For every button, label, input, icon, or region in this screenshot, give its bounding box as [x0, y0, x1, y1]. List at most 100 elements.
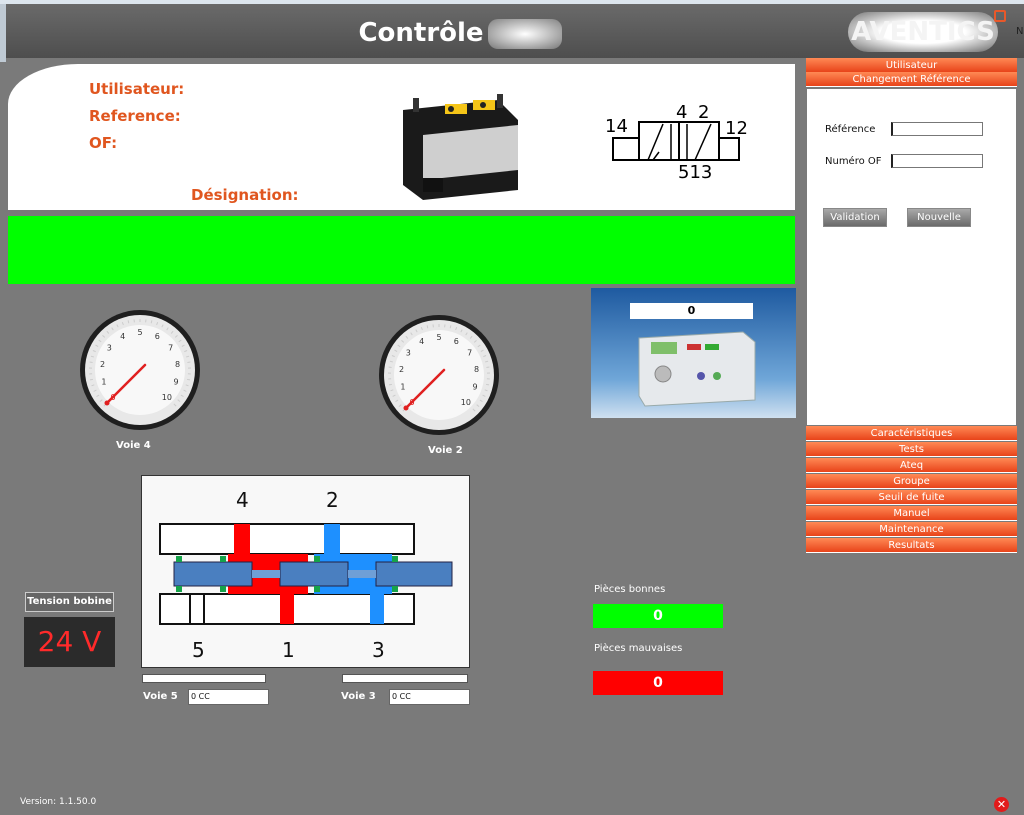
menu-groupe[interactable]: Groupe	[806, 474, 1017, 489]
gauge-tick-mark	[185, 384, 189, 387]
voie-5-value: 0 CC	[188, 689, 269, 705]
gauge-tick-label: 8	[474, 365, 479, 374]
gauge-tick-mark	[166, 327, 169, 331]
version-text: Version: 1.1.50.0	[20, 797, 97, 807]
gauge-tick-mark	[183, 389, 187, 392]
gauge-tick-mark	[187, 361, 191, 363]
reference-panel: Référence Numéro OF Validation Nouvelle …	[806, 88, 1017, 426]
gauge-tick-mark	[479, 399, 483, 403]
menu-maintenance[interactable]: Maintenance	[806, 522, 1017, 537]
reference-field-label: Référence	[825, 124, 876, 135]
gauge-voie-2: 012345678910	[379, 315, 499, 435]
gauge-tick-mark	[93, 389, 97, 392]
valve-image	[403, 94, 518, 200]
gauge-tick-mark	[106, 330, 110, 334]
valve-section-drawing	[159, 523, 453, 625]
diagram-port-2: 2	[326, 488, 339, 512]
gauge-tick-label: 7	[168, 344, 173, 353]
gauge-needle-hub	[403, 405, 409, 411]
utilisateur-label: Utilisateur:	[89, 80, 185, 98]
validation-button[interactable]: Validation	[823, 208, 887, 227]
gauge-tick-mark	[410, 332, 413, 336]
gauge-needle-hub	[104, 400, 110, 406]
voie-5-label: Voie 5	[143, 691, 178, 702]
window-edge	[0, 4, 6, 62]
menu-resultats[interactable]: Resultats	[806, 538, 1017, 553]
gauge-tick-mark	[90, 355, 94, 358]
gauge-tick-mark	[483, 355, 487, 358]
menu-seuil-de-fuite[interactable]: Seuil de fuite	[806, 490, 1017, 505]
gauge-tick-mark	[484, 389, 488, 392]
menu-utilisateur[interactable]: Utilisateur	[806, 58, 1017, 73]
gauge-tick-mark	[161, 324, 164, 328]
gauge-tick-mark	[170, 330, 174, 334]
gauge-tick-label: 1	[400, 383, 405, 392]
good-parts-count: 0	[593, 604, 723, 628]
blurred-title-suffix	[487, 18, 562, 49]
voie-3-label: Voie 3	[341, 691, 376, 702]
gauge-tick-label: 3	[406, 349, 411, 358]
gauge-tick-mark	[390, 389, 394, 392]
of-label: OF:	[89, 134, 118, 152]
new-ref-button[interactable]: Nouvelle Ref	[907, 208, 971, 240]
gauge-tick-label: 10	[461, 398, 471, 407]
close-icon[interactable]: ✕	[994, 797, 1009, 812]
gauge-tick-mark	[415, 329, 418, 333]
reference-input[interactable]	[891, 122, 983, 136]
gauge-tick-mark	[184, 350, 188, 353]
valve-symbol: 14 4 2 12 513	[605, 102, 748, 182]
gauge-needle	[105, 363, 147, 405]
gauge-needle	[404, 368, 446, 410]
of-input[interactable]	[891, 154, 983, 168]
app-title: Contrôle	[340, 18, 580, 49]
gauge-tick-label: 3	[107, 344, 112, 353]
designation-label: Désignation:	[191, 186, 299, 204]
symbol-ports-bottom: 513	[678, 162, 712, 182]
menu-changement-reference[interactable]: Changement Référence	[806, 72, 1017, 87]
reference-label: Reference:	[89, 107, 181, 125]
gauge-tick-mark	[482, 394, 486, 397]
gauge-tick-mark	[389, 360, 393, 363]
symbol-port-2: 2	[698, 102, 709, 123]
gauge-tick-label: 9	[473, 383, 478, 392]
gauge-tick-mark	[395, 399, 399, 403]
gauge-tick-mark	[476, 404, 480, 407]
gauge-tick-mark	[455, 327, 458, 331]
controller-count: 0	[630, 303, 753, 319]
gauge-tick-mark	[486, 366, 490, 368]
gauge-tick-mark	[121, 322, 124, 326]
bad-parts-label: Pièces mauvaises	[594, 643, 683, 654]
diagram-port-1: 1	[282, 638, 295, 662]
menu-manuel[interactable]: Manuel	[806, 506, 1017, 521]
gauge-tick-mark	[486, 383, 490, 386]
window-menu-icon[interactable]	[994, 10, 1006, 22]
valve-diagram: 4 2 5 1 3	[141, 475, 470, 668]
gauge-tick-mark	[96, 394, 100, 398]
gauge-tick-label: 5	[436, 333, 441, 342]
gauge-tick-mark	[420, 327, 423, 331]
diagram-port-4: 4	[236, 488, 249, 512]
gauge-tick-mark	[116, 324, 119, 328]
tension-bobine-display: 24 V	[24, 617, 115, 667]
gauge-tick-mark	[469, 335, 473, 339]
menu-caracteristiques[interactable]: Caractéristiques	[806, 426, 1017, 441]
gauge-tick-mark	[150, 320, 153, 324]
controller-device-icon	[638, 331, 756, 407]
gauge-tick-label: 5	[137, 328, 142, 337]
gauge-tick-mark	[99, 399, 103, 402]
diagram-port-5: 5	[192, 638, 205, 662]
gauge-tick-mark	[460, 329, 463, 333]
gauge-tick-label: 10	[162, 393, 172, 402]
gauge-tick-mark	[472, 408, 476, 412]
symbol-port-4: 4	[676, 102, 687, 123]
gauge-tick-mark	[388, 366, 392, 368]
controller-image	[591, 288, 796, 418]
gauge-tick-mark	[174, 335, 178, 338]
tension-bobine-label: Tension bobine	[25, 592, 114, 612]
header-panel: Utilisateur: Reference: OF: Désignation:…	[8, 64, 795, 210]
menu-tests[interactable]: Tests	[806, 442, 1017, 457]
gauge-tick-label: 6	[155, 332, 160, 341]
gauge-tick-label: 6	[454, 337, 459, 346]
menu-ateq[interactable]: Ateq	[806, 458, 1017, 473]
gauge-tick-label: 4	[120, 332, 125, 341]
